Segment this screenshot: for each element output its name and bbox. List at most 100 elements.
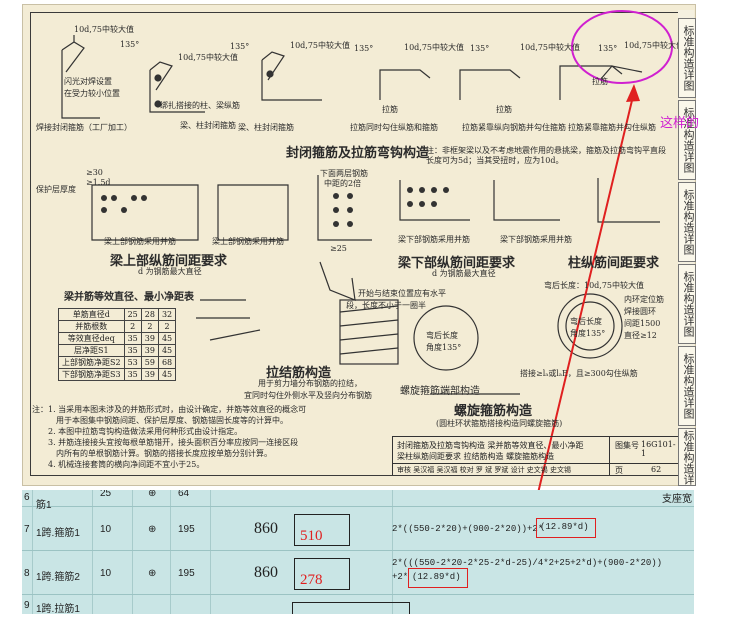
title-block: 封闭箍筋及拉筋弯钩构造 梁并筋等效直径、最小净距 梁柱纵筋间距要求 拉结筋构造 … — [392, 436, 679, 475]
note-line: 用于本图集中钢筋间距、保护层厚度、钢筋锚固长度等的计算中。 — [32, 416, 288, 425]
row-diameter[interactable]: 10 — [100, 524, 112, 535]
hook-angle: 135° — [470, 44, 490, 53]
table-cell: 35 — [123, 332, 142, 345]
formula-highlight — [536, 518, 596, 538]
hook-length: 10d,75中较大值 — [178, 53, 239, 62]
row-name[interactable]: 1跨.箍筋2 — [36, 572, 80, 583]
row-code[interactable]: 195 — [178, 568, 195, 579]
hook-angle: 135° — [354, 44, 374, 53]
row-diameter[interactable]: 10 — [100, 568, 112, 579]
formula-highlight — [408, 568, 468, 588]
spiral-bend-3: 弯后长度 — [570, 317, 602, 326]
spiral-lap: 搭接≥lₐ或lₐE，且≥300勾住纵筋 — [520, 369, 638, 378]
table-row[interactable]: 9 1跨.拉筋1 — [22, 594, 694, 614]
row-extra: 支座宽 — [662, 494, 692, 505]
table-row[interactable]: 8 1跨.箍筋2 10 ⊕ 195 860 278 2*(((550-2*20-… — [22, 550, 694, 595]
spacing-ge15d: ≥1.5d — [86, 178, 111, 187]
table-cell: 53 — [123, 356, 142, 369]
atlas-label: 图集号 — [615, 441, 639, 450]
annotation-circle — [571, 10, 673, 84]
tie-caption-b: 拉筋紧靠纵向钢筋并勾住箍筋 — [462, 123, 566, 132]
formula-hook-term: (12.89*d) — [412, 572, 461, 582]
beam-top-title: 梁上部纵筋间距要求 — [110, 254, 228, 269]
table-cell: 45 — [157, 368, 177, 381]
side-tab[interactable]: 标准构造详图 — [678, 264, 696, 344]
table-row[interactable]: 7 1跨.箍筋1 10 ⊕ 195 860 510 2*((550-2*20)+… — [22, 506, 694, 551]
table-cell: 35 — [123, 344, 142, 357]
notes-block: 注：1. 当采用本图未涉及的并筋形式时，由设计确定，并筋等效直径的概念可 用于本… — [32, 404, 306, 470]
beam-top-sub: d 为钢筋最大直径 — [138, 267, 202, 276]
spiral-sub: (圆柱环状箍筋搭接构造同螺旋箍筋) — [436, 419, 563, 428]
table-cell: 39 — [140, 368, 159, 381]
length-formula-line-2[interactable]: +2* — [392, 572, 409, 582]
row-name[interactable]: 1跨.箍筋1 — [36, 528, 80, 539]
table-cell: 等效直径deq — [58, 332, 125, 345]
hook-length: 10d,75中较大值 — [290, 41, 351, 50]
annotation-label: 这样的 — [660, 116, 700, 131]
table-cell: 28 — [140, 308, 159, 321]
row-name[interactable]: 1跨.拉筋1 — [36, 604, 80, 614]
table-cell: 35 — [123, 368, 142, 381]
row-index: 8 — [24, 568, 30, 579]
table-cell: 2 — [123, 320, 142, 333]
hook-length: 10d,75中较大值 — [404, 43, 465, 52]
spiral-top-note-1: 开始与结束位置应有水平 — [358, 289, 446, 298]
side-tab[interactable]: 标准构造详图 — [678, 346, 696, 426]
beam-bottom-caption-a: 梁下部钢筋采用并筋 — [398, 235, 470, 244]
table-cell: 层净距S1 — [58, 344, 125, 357]
annotation-arrow — [537, 91, 635, 490]
beam-top-caption-a: 梁上部钢筋采用并筋 — [104, 237, 176, 246]
tie-label-1: 拉筋 — [382, 105, 398, 114]
side-tab[interactable]: 标准构造详 — [678, 428, 696, 486]
side-tab[interactable]: 标准构造详图 — [678, 18, 696, 98]
spiral-bend-2: 角度135° — [426, 343, 462, 352]
tie-construction-sub-1: 用于剪力墙分布钢筋的拉结， — [258, 379, 362, 388]
side-tab[interactable]: 标准构造详图 — [678, 182, 696, 262]
weld-label: 闪光对焊设置 — [64, 77, 112, 86]
hook-length: 10d,75中较大值 — [624, 41, 685, 50]
table-cell: 单筋直径d — [58, 308, 125, 321]
table-cell: 32 — [157, 308, 177, 321]
stirrup-shape — [294, 514, 350, 546]
length-formula-line-1[interactable]: 2*(((550-2*20-2*25-2*d-25)/4*2+25+2*d)+(… — [392, 558, 663, 568]
table-row[interactable]: 6 筋1 25 ⊕ 64 支座宽 — [22, 490, 694, 511]
shape-dimension-inner: 278 — [300, 572, 323, 588]
title-block-line-2: 梁柱纵筋间距要求 拉结筋构造 螺旋箍筋构造 — [397, 452, 555, 461]
row-code[interactable]: 64 — [178, 490, 190, 499]
tie-shape — [292, 602, 410, 614]
spacing-ge30: ≥30 — [86, 168, 103, 177]
row-code[interactable]: 195 — [178, 524, 195, 535]
side-tabs: 标准构造详图 标准构造详图 标准构造详图 标准构造详图 标准构造详图 标准构造详 — [678, 10, 696, 486]
table-cell: 39 — [140, 344, 159, 357]
spiral-right-2: 焊接圆环 — [624, 307, 656, 316]
table-cell: 上部钢筋净距S2 — [58, 356, 125, 369]
beam-bottom-sub: d 为钢筋最大直径 — [432, 269, 496, 278]
row-diameter[interactable]: 25 — [100, 490, 112, 499]
beam-bottom-note-2: 中距的2倍 — [324, 179, 362, 188]
section-note: 注：非框架梁以及不考虑地震作用的悬挑梁，箍筋及拉筋弯钩平直段长度可为5d；当其受… — [426, 146, 666, 165]
shape-dimension-left: 860 — [254, 520, 278, 537]
row-grade[interactable]: ⊕ — [148, 490, 157, 499]
bind-label-1: 绑扎搭接的柱、梁纵筋 — [160, 101, 240, 110]
title-block-line-1: 封闭箍筋及拉筋弯钩构造 梁并筋等效直径、最小净距 — [397, 441, 584, 450]
page-number: 62 — [651, 465, 662, 474]
side-tab[interactable]: 标准构造详图 — [678, 100, 696, 180]
weld-label-2: 在受力较小位置 — [64, 89, 120, 98]
row-grade[interactable]: ⊕ — [148, 524, 157, 535]
column-spacing-title: 柱纵筋间距要求 — [568, 256, 660, 271]
table-cell: 45 — [157, 332, 177, 345]
table-cell: 68 — [157, 356, 177, 369]
row-grade[interactable]: ⊕ — [148, 568, 157, 579]
tie-caption-a: 拉筋同时勾住纵筋和箍筋 — [350, 123, 438, 132]
hook-angle: 135° — [230, 42, 250, 51]
spiral-top-note-2: 段，长度不小于一圈半 — [346, 301, 426, 310]
tie-construction-sub-2: 宜同时勾住外侧水平及竖向分布钢筋 — [244, 391, 372, 400]
note-line: 4. 机械连接套筒的横向净间距不宜小于25。 — [32, 460, 205, 469]
row-name[interactable]: 筋1 — [36, 500, 52, 511]
length-formula[interactable]: 2*((550-2*20)+(900-2*20))+2* — [392, 524, 544, 534]
hook-length: 10d,75中较大值 — [520, 43, 581, 52]
